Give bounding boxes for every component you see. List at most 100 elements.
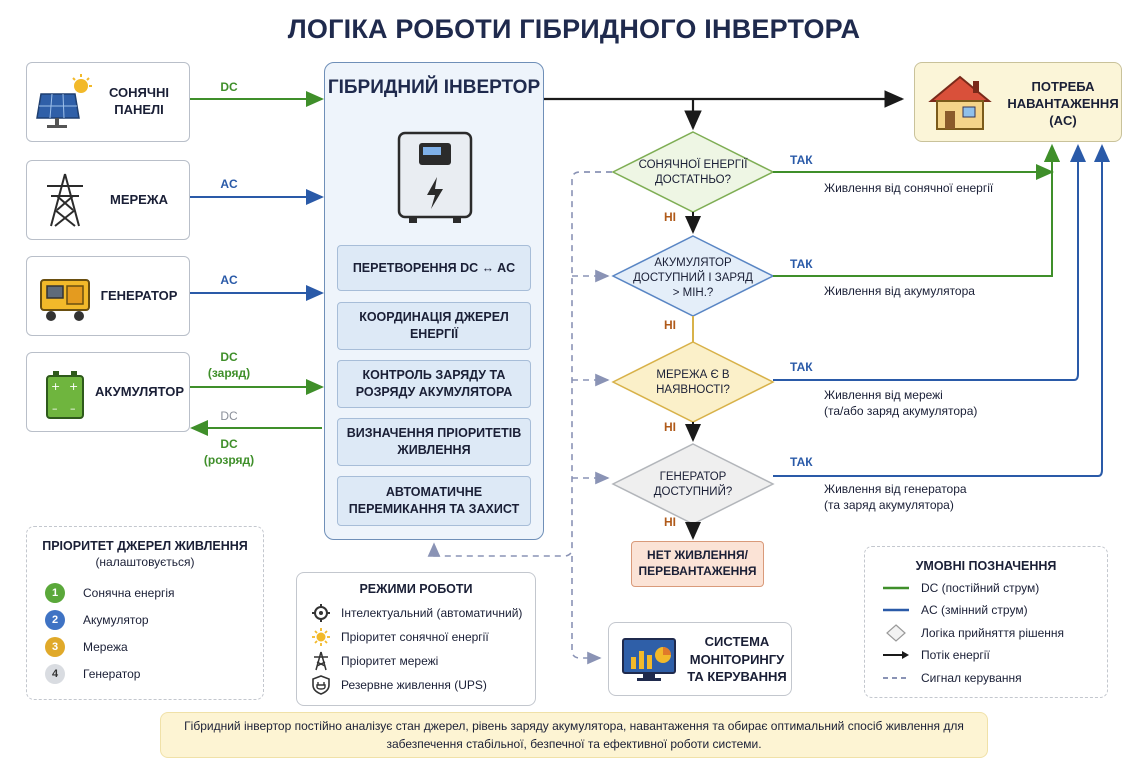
decision-battery-text: АКУМУЛЯТОР ДОСТУПНИЙ І ЗАРЯД > МІН.? — [633, 257, 753, 299]
source-grid: МЕРЕЖА — [26, 160, 190, 240]
priority-item: 1 Сонячна енергія — [45, 583, 175, 603]
mode-label: Інтелектуальний (автоматичний) — [341, 606, 523, 620]
yes-label: ТАК — [790, 257, 813, 271]
priority-panel: ПРІОРИТЕТ ДЖЕРЕЛ ЖИВЛЕННЯ (налаштовуєтьс… — [26, 526, 264, 700]
no-label: НІ — [664, 420, 676, 434]
priority-number: 2 — [45, 610, 65, 630]
gear-icon — [312, 604, 330, 622]
dc-line-swatch — [883, 586, 909, 590]
footer-note: Гібридний інвертор постійно аналізує ста… — [160, 712, 988, 758]
ac-line-swatch — [883, 608, 909, 612]
function-conversion: ПЕРЕТВОРЕННЯ DC ↔ AC — [337, 245, 531, 291]
decision-generator-text: ГЕНЕРАТОР ДОСТУПНИЙ? — [653, 471, 733, 498]
battery-discharge-label: DC (розряд) — [200, 437, 258, 468]
priority-subtitle: (налаштовується) — [95, 555, 195, 569]
priority-item: 3 Мережа — [45, 637, 128, 657]
priority-label: Мережа — [83, 640, 128, 654]
legend-item: Потік енергії — [881, 648, 990, 662]
legend-item: DC (постійний струм) — [881, 581, 1039, 595]
priority-label: Сонячна енергія — [83, 586, 175, 600]
monitoring-label: СИСТЕМА МОНІТОРИНГУ ТА КЕРУВАННЯ — [687, 634, 787, 685]
battery-faded-label: DC — [220, 409, 238, 423]
legend-label: AC (змінний струм) — [921, 603, 1028, 617]
mode-label: Пріоритет мережі — [341, 654, 439, 668]
solar-dc-label: DC — [220, 80, 238, 94]
svg-text:+: + — [69, 380, 78, 393]
mode-item: Пріоритет мережі — [311, 651, 438, 671]
battery-charge-note: (заряд) — [207, 365, 251, 380]
load-label: ПОТРЕБА НАВАНТАЖЕННЯ (AC) — [1007, 79, 1119, 128]
legend-item: Сигнал керування — [881, 671, 1022, 685]
function-switching: АВТОМАТИЧНЕ ПЕРЕМИКАННЯ ТА ЗАХИСТ — [337, 476, 531, 526]
priority-number: 1 — [45, 583, 65, 603]
no-label: НІ — [664, 318, 676, 332]
sun-icon — [312, 628, 330, 646]
function-priorities: ВИЗНАЧЕННЯ ПРІОРИТЕТІВ ЖИВЛЕННЯ — [337, 418, 531, 466]
battery-discharge-note: (розряд) — [203, 452, 255, 467]
battery-charge-label: DC (заряд) — [200, 350, 258, 381]
house-icon — [928, 75, 992, 130]
page-title: ЛОГІКА РОБОТИ ГІБРИДНОГО ІНВЕРТОРА — [287, 14, 861, 44]
legend-label: Логіка прийняття рішення — [921, 626, 1065, 640]
legend-label: Потік енергії — [921, 648, 990, 662]
svg-text:–: – — [52, 402, 58, 415]
source-label: АКУМУЛЯТОР — [95, 383, 185, 399]
shield-plug-icon — [312, 675, 330, 695]
monitor-chart-icon — [622, 638, 676, 681]
solar-panel-icon — [36, 74, 92, 128]
mode-label: Пріоритет сонячної енергії — [341, 630, 489, 644]
legend-label: DC (постійний струм) — [921, 581, 1040, 595]
svg-text:–: – — [70, 402, 76, 415]
priority-item: 4 Генератор — [45, 664, 140, 684]
decision-grid-text: МЕРЕЖА Є В НАЯВНОСТІ? — [656, 369, 730, 396]
monitoring-box: СИСТЕМА МОНІТОРИНГУ ТА КЕРУВАННЯ — [608, 622, 792, 696]
yes-label: ТАК — [790, 360, 813, 374]
decision-solar-text: СОНЯЧНОЇ ЕНЕРГІЇ ДОСТАТНЬО? — [638, 159, 748, 186]
priority-number: 3 — [45, 637, 65, 657]
grid-ac-label: AC — [220, 177, 238, 191]
power-tower-icon — [47, 173, 83, 227]
modes-title: РЕЖИМИ РОБОТИ — [359, 582, 473, 596]
source-battery: + + – – АКУМУЛЯТОР — [26, 352, 190, 432]
source-label: СОНЯЧНІ ПАНЕЛІ — [108, 85, 170, 117]
priority-label: Генератор — [83, 667, 141, 681]
control-dashed-swatch — [883, 677, 909, 679]
battery-icon: + + – – — [46, 371, 84, 419]
no-label: НІ — [664, 210, 676, 224]
diamond-swatch — [886, 624, 906, 642]
function-battery-control: КОНТРОЛЬ ЗАРЯДУ ТА РОЗРЯДУ АКУМУЛЯТОРА — [337, 360, 531, 408]
outcome-grid-line1: Живлення від мережі — [824, 388, 943, 402]
function-coordination: КООРДИНАЦІЯ ДЖЕРЕЛ ЕНЕРГІЇ — [337, 302, 531, 350]
legend-item: Логіка прийняття рішення — [881, 624, 1064, 642]
legend-panel: УМОВНІ ПОЗНАЧЕННЯ DC (постійний струм) A… — [864, 546, 1108, 698]
mode-item: Резервне живлення (UPS) — [311, 675, 487, 695]
priority-title: ПРІОРИТЕТ ДЖЕРЕЛ ЖИВЛЕННЯ — [42, 539, 248, 553]
source-label: ГЕНЕРАТОР — [100, 287, 178, 303]
outcome-generator-line1: Живлення від генератора — [824, 482, 967, 496]
battery-discharge-type: DC — [220, 437, 238, 451]
hybrid-inverter-block: ГІБРИДНИЙ ІНВЕРТОР ПЕРЕТВОРЕННЯ DC ↔ AC … — [324, 62, 544, 540]
mode-label: Резервне живлення (UPS) — [341, 678, 487, 692]
priority-number: 4 — [45, 664, 65, 684]
inverter-title: ГІБРИДНИЙ ІНВЕРТОР — [327, 77, 541, 98]
svg-text:+: + — [51, 380, 60, 393]
yes-label: ТАК — [790, 153, 813, 167]
generator-ac-label: AC — [220, 273, 238, 287]
inverter-icon — [397, 131, 473, 223]
mode-item: Інтелектуальний (автоматичний) — [311, 603, 522, 623]
generator-icon — [40, 279, 90, 321]
modes-panel: РЕЖИМИ РОБОТИ Інтелектуальний (автоматич… — [296, 572, 536, 706]
outcome-generator: Живлення від генератора (та заряд акумул… — [824, 481, 967, 513]
no-power-box: НЕТ ЖИВЛЕННЯ/ ПЕРЕВАНТАЖЕННЯ — [631, 541, 764, 587]
outcome-battery: Живлення від акумулятора — [824, 284, 975, 298]
legend-item: AC (змінний струм) — [881, 603, 1028, 617]
mode-item: Пріоритет сонячної енергії — [311, 627, 489, 647]
source-generator: ГЕНЕРАТОР — [26, 256, 190, 336]
outcome-solar: Живлення від сонячної енергії — [824, 181, 994, 195]
outcome-grid: Живлення від мережі (та/або заряд акумул… — [824, 387, 977, 419]
legend-title: УМОВНІ ПОЗНАЧЕННЯ — [915, 559, 1057, 573]
power-tower-icon — [314, 651, 328, 671]
battery-charge-type: DC — [220, 350, 238, 364]
